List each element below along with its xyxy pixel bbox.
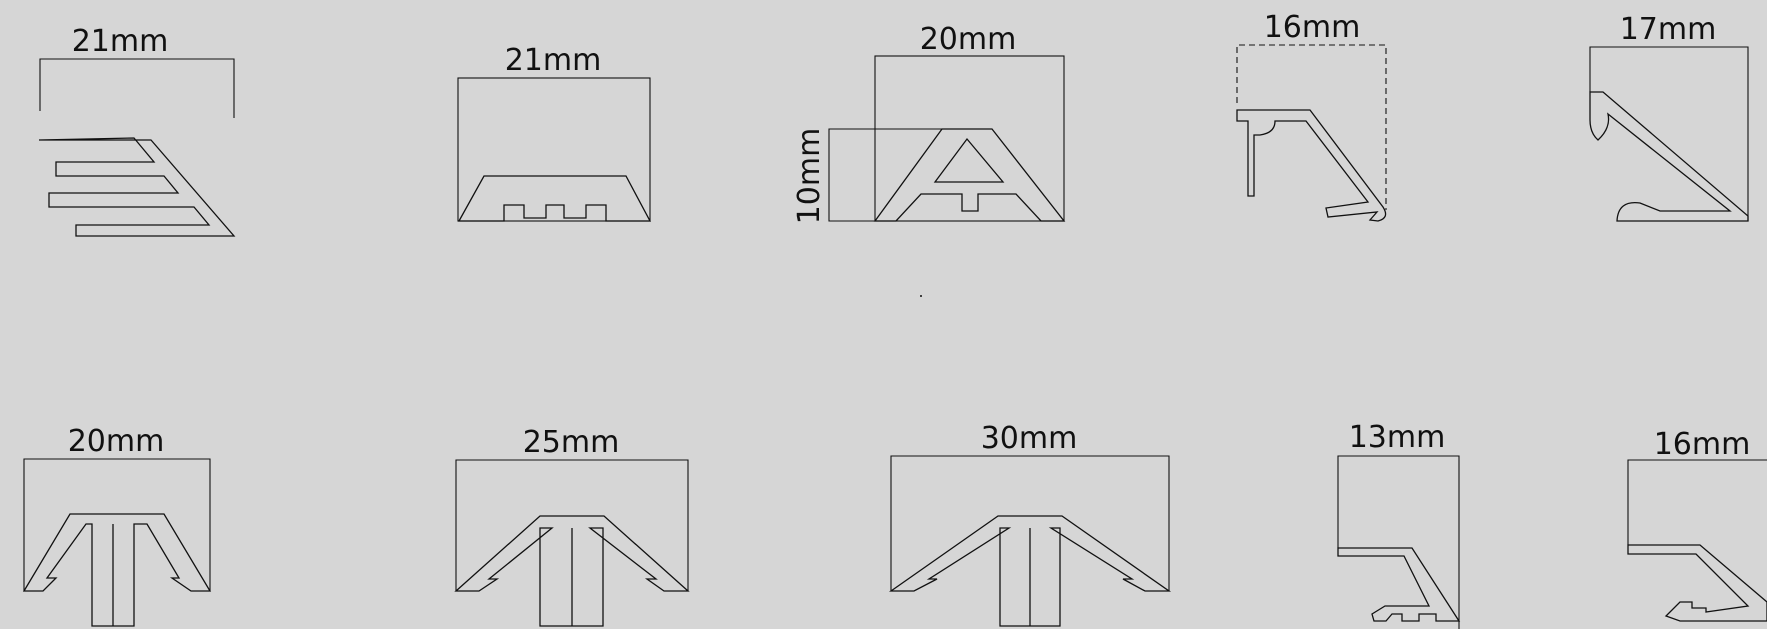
profile-3-height-bracket <box>828 128 960 222</box>
profile-6: 20mm <box>22 424 212 627</box>
profile-3-inner-triangle <box>933 137 1005 183</box>
profile-9-width-label: 13mm <box>1349 420 1446 455</box>
profile-1-width-label: 21mm <box>72 24 169 59</box>
stray-dot <box>920 295 922 297</box>
profile-1: 21mm <box>38 24 236 237</box>
profile-4: 16mm <box>1236 10 1387 222</box>
profile-4-section <box>1236 109 1387 222</box>
profile-3-bounding-box <box>874 55 1065 222</box>
profile-5-width-bracket <box>1589 46 1749 221</box>
profile-10-width-label: 16mm <box>1654 427 1751 462</box>
profile-5-section <box>1589 91 1749 222</box>
profile-8-width-label: 30mm <box>981 421 1078 456</box>
profile-3-width-label: 20mm <box>920 22 1017 57</box>
profile-9-width-bracket <box>1337 455 1460 629</box>
profile-10-width-bracket <box>1627 459 1767 545</box>
profile-2: 21mm <box>457 43 652 222</box>
profile-8: 30mm <box>888 421 1172 627</box>
profile-7-width-label: 25mm <box>523 425 620 460</box>
profile-9-section <box>1337 547 1461 622</box>
profile-7-section <box>454 515 690 627</box>
profile-1-width-bracket <box>39 58 235 118</box>
profile-3-height-label: 10mm <box>792 128 827 225</box>
profile-6-section <box>22 513 212 627</box>
profile-2-bounding-box <box>457 77 651 222</box>
profile-3: 20mm 10mm <box>792 22 1066 297</box>
profile-3-section <box>873 128 1066 222</box>
profile-6-width-label: 20mm <box>68 424 165 459</box>
profile-8-section <box>888 515 1172 627</box>
profile-4-width-label: 16mm <box>1264 10 1361 45</box>
profile-5-width-label: 17mm <box>1620 12 1717 47</box>
profile-10: 16mm <box>1627 427 1767 622</box>
profile-10-section <box>1627 544 1767 622</box>
profile-2-section <box>457 175 652 222</box>
profile-9: 13mm <box>1337 420 1461 629</box>
profile-5: 17mm <box>1589 12 1749 222</box>
profile-6-width-bracket <box>23 458 211 591</box>
profile-7: 25mm <box>454 425 690 627</box>
profile-1-section <box>38 137 236 237</box>
profile-4-dashed-bracket <box>1236 44 1387 210</box>
profile-7-width-bracket <box>455 459 689 591</box>
profile-8-width-bracket <box>890 455 1170 591</box>
profile-2-width-label: 21mm <box>505 43 602 78</box>
